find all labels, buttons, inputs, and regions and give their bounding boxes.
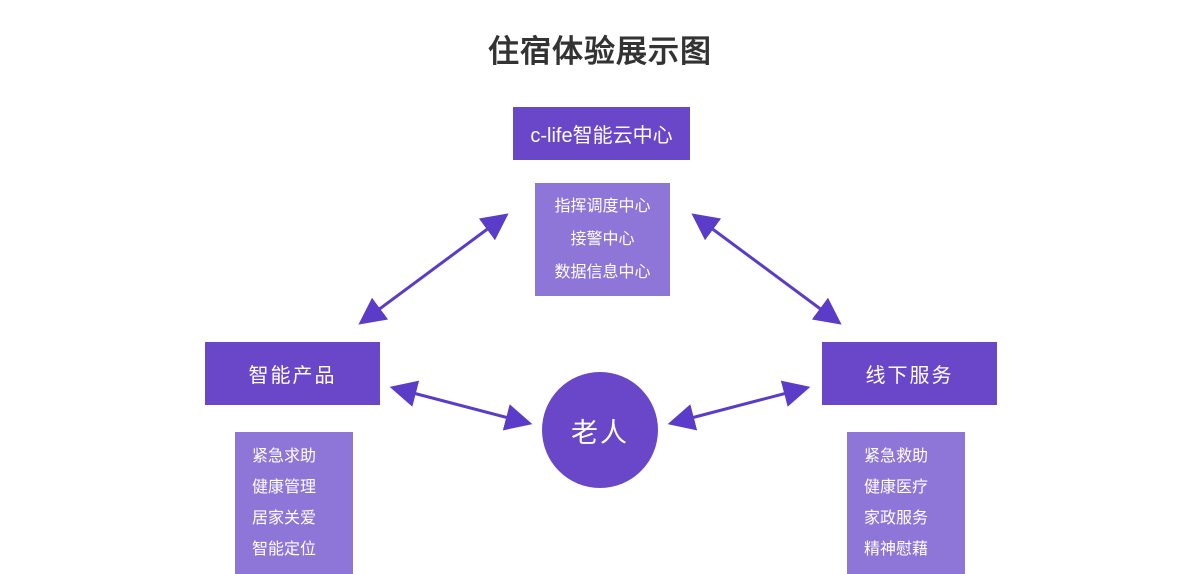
- cloud-center-box: c-life智能云中心: [513, 107, 690, 160]
- arrow-cloud-to-left: [358, 213, 509, 325]
- list-item: 健康管理: [252, 479, 317, 496]
- list-item: 居家关爱: [252, 510, 317, 527]
- offline-services-list: 紧急救助 健康医疗 家政服务 精神慰藉: [847, 432, 965, 574]
- list-item: 数据信息中心: [554, 264, 651, 281]
- smart-products-box: 智能产品: [205, 342, 380, 405]
- list-item: 接警中心: [570, 231, 635, 248]
- list-item: 指挥调度中心: [554, 198, 651, 215]
- list-item: 家政服务: [864, 510, 929, 527]
- page-title: 住宿体验展示图: [488, 34, 712, 69]
- list-item: 健康医疗: [864, 479, 929, 496]
- arrow-cloud-to-right: [691, 213, 842, 325]
- list-item: 智能定位: [252, 541, 317, 558]
- list-item: 紧急求助: [252, 448, 317, 465]
- arrow-center-to-right: [667, 380, 811, 431]
- list-item: 紧急救助: [864, 448, 929, 465]
- list-item: 精神慰藉: [864, 541, 929, 558]
- smart-products-list: 紧急求助 健康管理 居家关爱 智能定位: [235, 432, 353, 574]
- elderly-person-node: 老人: [542, 372, 658, 488]
- arrow-left-to-center: [389, 380, 533, 431]
- offline-services-box: 线下服务: [822, 342, 997, 405]
- cloud-functions-list: 指挥调度中心 接警中心 数据信息中心: [535, 183, 670, 296]
